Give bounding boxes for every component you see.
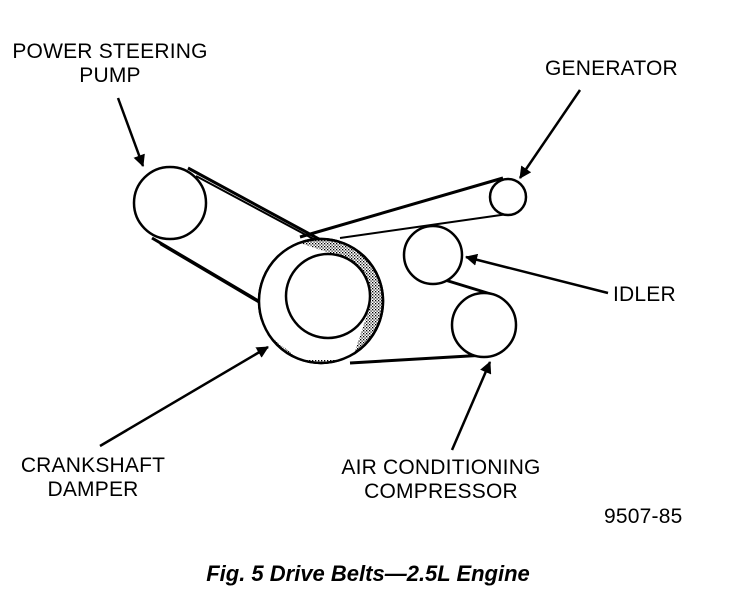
crankshaft-arrow: [99, 345, 269, 448]
figure-number: 9507-85: [604, 505, 683, 528]
crankshaft-damper-hub: [284, 252, 372, 340]
ac-label-line1: AIR CONDITIONING: [341, 456, 541, 479]
ac-compressor-pulley: [450, 291, 518, 359]
idler-pulley: [402, 224, 464, 286]
power-steering-arrow: [116, 97, 145, 167]
power-steering-label-line1: POWER STEERING: [12, 40, 208, 63]
generator-arrow: [518, 89, 582, 179]
damper-outer-rim: [257, 237, 385, 365]
ac-compressor-arrow: [450, 361, 492, 451]
crankshaft-damper-label: CRANKSHAFT DAMPER: [18, 454, 168, 502]
figure-caption: Fig. 5 Drive Belts—2.5L Engine: [206, 561, 530, 586]
power-steering-pulley: [132, 165, 208, 241]
crankshaft-label-line2: DAMPER: [47, 478, 139, 501]
power-steering-label-line2: PUMP: [79, 64, 141, 87]
idler-label: IDLER: [613, 283, 676, 306]
accessory-belt: [299, 176, 509, 365]
generator-pulley: [488, 177, 528, 217]
power-steering-pump-label: POWER STEERING PUMP: [10, 40, 210, 88]
ac-label-line2: COMPRESSOR: [364, 480, 518, 503]
crankshaft-label-line1: CRANKSHAFT: [20, 454, 166, 477]
air-conditioning-compressor-label: AIR CONDITIONING COMPRESSOR: [326, 456, 556, 504]
generator-label: GENERATOR: [545, 57, 678, 80]
idler-arrow: [465, 253, 609, 295]
